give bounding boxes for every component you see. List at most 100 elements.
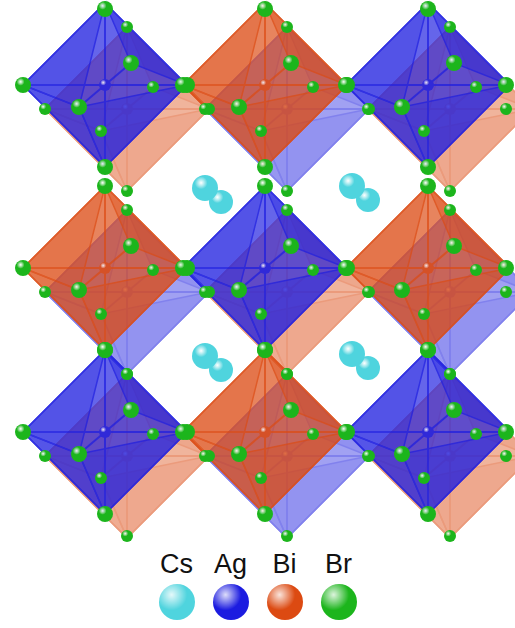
octahedron-face	[23, 268, 105, 350]
br-atom	[255, 308, 267, 320]
br-atom	[97, 342, 113, 358]
metal-atom	[422, 79, 434, 91]
octahedron-face	[105, 3, 187, 85]
br-atom	[257, 342, 273, 358]
octahedron-face	[183, 3, 347, 167]
legend-item: Bi	[265, 548, 305, 620]
br-atom	[500, 103, 512, 115]
metal-atom	[422, 262, 434, 274]
cs-atom	[192, 175, 218, 201]
br-atom	[283, 238, 299, 254]
bond	[23, 84, 105, 86]
br-atom	[123, 55, 139, 71]
br-atom	[121, 530, 133, 542]
br-atom	[257, 1, 273, 17]
br-atom	[363, 103, 375, 115]
legend-item: Ag	[211, 548, 251, 620]
br-atom	[15, 424, 31, 440]
br-atom	[281, 185, 293, 197]
br-atom	[147, 81, 159, 93]
bond	[346, 84, 428, 86]
br-atom	[394, 282, 410, 298]
legend-label: Bi	[272, 548, 296, 580]
br-atom	[123, 402, 139, 418]
br-atom	[39, 450, 51, 462]
bond	[105, 431, 187, 433]
br-atom	[470, 81, 482, 93]
br-atom	[39, 103, 51, 115]
br-atom	[257, 178, 273, 194]
bond	[427, 186, 429, 268]
octahedron-face	[23, 432, 105, 514]
bond	[183, 431, 265, 433]
br-atom	[418, 125, 430, 137]
br-atom	[123, 238, 139, 254]
br-atom	[307, 428, 319, 440]
octahedron	[23, 350, 187, 514]
br-atom	[199, 286, 211, 298]
br-atom	[121, 368, 133, 380]
br-atom	[362, 450, 374, 462]
br-atom	[199, 450, 211, 462]
br-atom	[394, 446, 410, 462]
br-atom	[97, 342, 113, 358]
br-atom	[257, 159, 273, 175]
octahedron-face	[23, 186, 187, 350]
br-atom	[420, 159, 436, 175]
br-atom	[15, 77, 31, 93]
metal-atom	[99, 426, 111, 438]
bond	[23, 267, 105, 269]
br-atom	[363, 450, 375, 462]
legend-swatch	[321, 584, 357, 620]
bond	[104, 186, 106, 268]
legend-item: Br	[319, 548, 359, 620]
br-atom	[15, 260, 31, 276]
br-atom	[147, 264, 159, 276]
octahedron-face	[265, 186, 347, 268]
octahedron-face	[265, 350, 347, 432]
bond	[428, 431, 510, 433]
br-atom	[231, 446, 247, 462]
br-atom	[71, 99, 87, 115]
metal-atom	[99, 262, 111, 274]
bond	[428, 84, 510, 86]
br-atom	[444, 368, 456, 380]
br-atom	[307, 264, 319, 276]
bond	[346, 431, 428, 433]
octahedron-face	[346, 432, 428, 514]
cs-atom	[192, 343, 218, 369]
br-atom	[121, 185, 133, 197]
br-atom	[175, 260, 191, 276]
cs-atom	[339, 173, 365, 199]
octahedron-face	[346, 268, 428, 350]
octahedron-face	[183, 268, 265, 350]
br-atom	[444, 368, 456, 380]
octahedron-face	[23, 85, 105, 167]
octahedron-face	[183, 85, 265, 167]
br-atom	[121, 204, 133, 216]
br-atom	[97, 159, 113, 175]
br-atom	[39, 286, 51, 298]
octahedron	[346, 186, 510, 350]
br-atom	[444, 204, 456, 216]
br-atom	[339, 77, 355, 93]
br-atom	[446, 402, 462, 418]
bond	[264, 186, 266, 268]
cs-atom	[339, 341, 365, 367]
bond	[104, 350, 106, 432]
br-atom	[444, 185, 456, 197]
br-atom	[281, 530, 293, 542]
br-atom	[420, 342, 436, 358]
octahedron-face	[183, 350, 347, 514]
bond	[265, 431, 347, 433]
br-atom	[175, 424, 191, 440]
octahedron	[23, 3, 187, 167]
br-atom	[339, 260, 355, 276]
bond	[183, 84, 265, 86]
br-atom	[418, 308, 430, 320]
metal-atom	[422, 426, 434, 438]
octahedron	[183, 350, 347, 514]
octahedron-face	[105, 186, 187, 268]
octahedron-face	[346, 350, 510, 514]
bond	[346, 267, 428, 269]
